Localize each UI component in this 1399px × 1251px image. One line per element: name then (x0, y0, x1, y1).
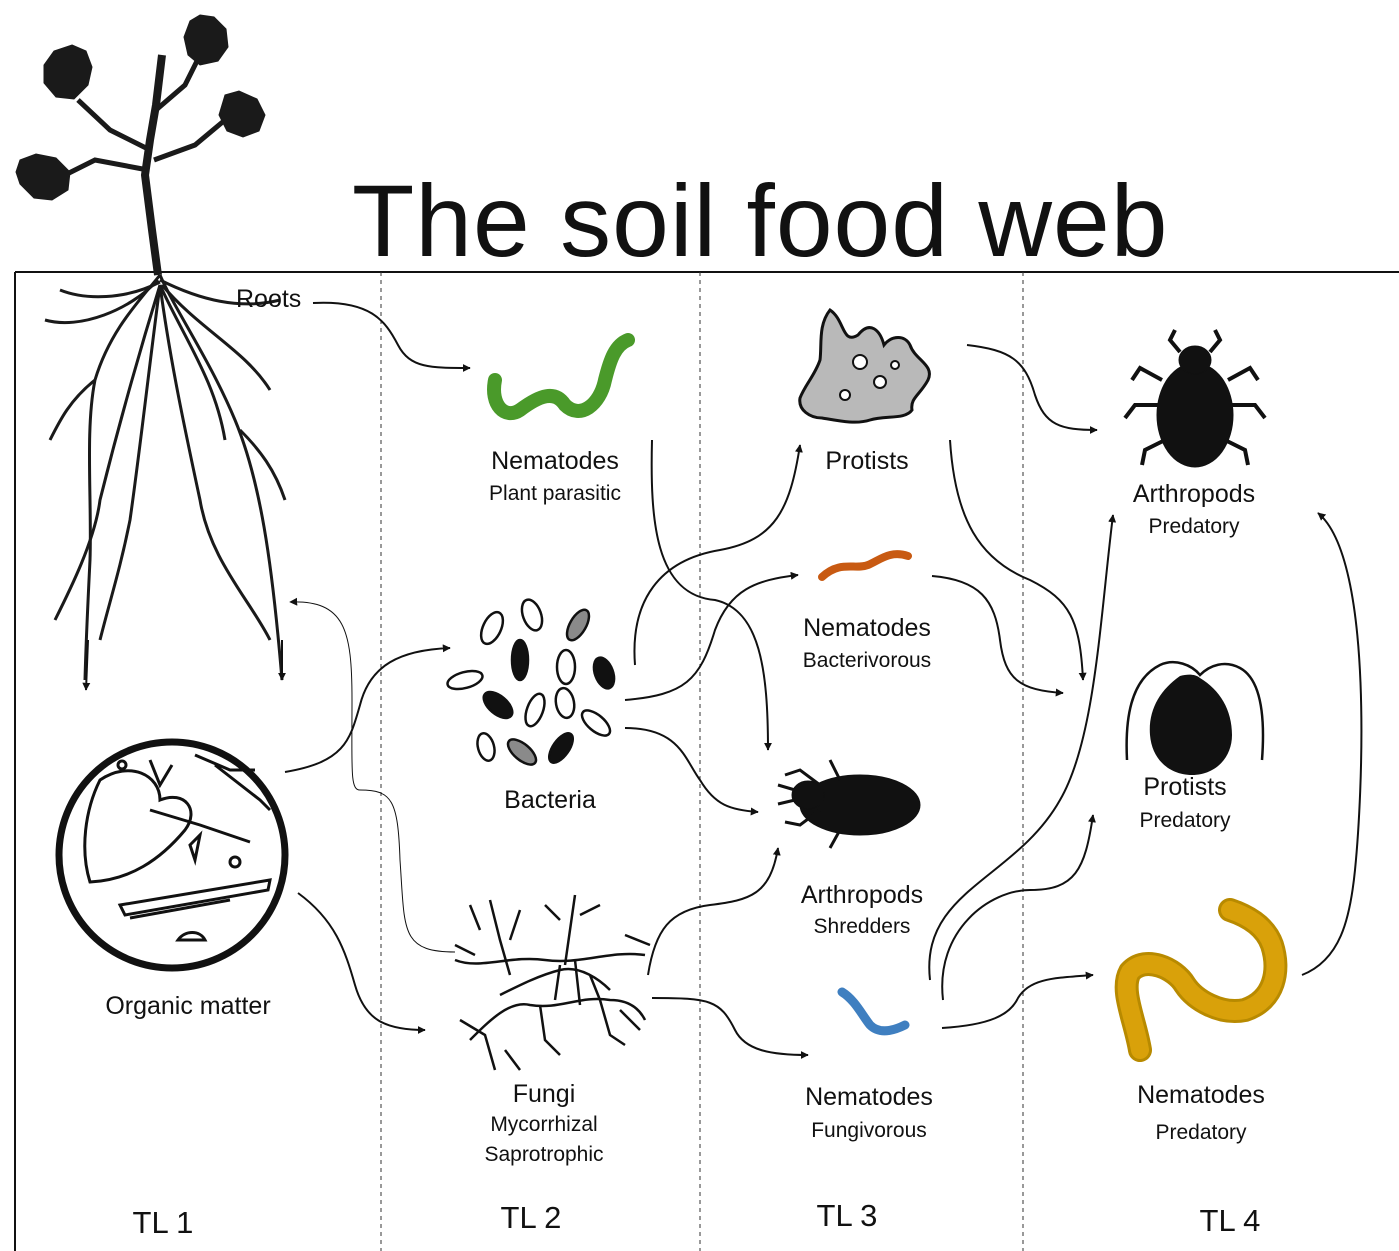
nematodes-bacterivorous-sublabel: Bacterivorous (767, 649, 967, 673)
edge-organic-matter-fungi (298, 893, 425, 1030)
fungi-sublabel-saprotrophic: Saprotrophic (444, 1143, 644, 1167)
diagram-title: The soil food web (352, 170, 1168, 272)
fungi-icon (455, 895, 650, 1070)
nematodes-fungivorous-label: Nematodes (769, 1083, 969, 1112)
fungi-label: Fungi (444, 1080, 644, 1109)
trophic-level-3-label: TL 3 (797, 1198, 897, 1234)
nematode-fungivorous-icon (842, 992, 905, 1031)
fungi-sublabel-mycorrhizal: Mycorrhizal (444, 1113, 644, 1137)
edge-roots-nematodes-plant-parasitic (313, 303, 470, 368)
organic-matter-label: Organic matter (73, 992, 303, 1021)
edge-nematodes-fungivorous-protists-predatory (942, 815, 1093, 1000)
bacteria-label: Bacteria (450, 786, 650, 815)
nematodes-fungivorous-sublabel: Fungivorous (769, 1119, 969, 1143)
protist-icon (800, 310, 930, 422)
nematodes-predatory-label: Nematodes (1101, 1081, 1301, 1110)
arthropod-shredder-icon (778, 760, 920, 848)
plant-icon (16, 15, 285, 680)
nematodes-predatory-sublabel: Predatory (1101, 1121, 1301, 1145)
protists-predatory-sublabel: Predatory (1085, 809, 1285, 833)
protist-predatory-icon (1127, 662, 1263, 775)
nematodes-plant-parasitic-label: Nematodes (455, 447, 655, 476)
protists-label: Protists (767, 447, 967, 476)
nematode-plant-parasitic-icon (494, 340, 628, 413)
edge-fungi-arthropods-shredders (648, 848, 778, 975)
edge-fungi-nematodes-fungivorous (652, 998, 808, 1055)
arthropods-shredders-label: Arthropods (762, 881, 962, 910)
edge-nematodes-fungivorous-arthropods-predatory (929, 515, 1113, 980)
nematode-bacterivorous-icon (822, 554, 908, 577)
edge-nematodes-plant-parasitic-arthropods-shredders (652, 440, 768, 750)
nematodes-plant-parasitic-sublabel: Plant parasitic (455, 482, 655, 506)
nematode-predatory-body (1127, 910, 1276, 1050)
edge-nematodes-predatory-arthropods-predatory (1302, 513, 1361, 975)
trophic-level-2-label: TL 2 (481, 1200, 581, 1236)
edge-nematodes-fungivorous-nematodes-predatory (942, 975, 1093, 1028)
arthropods-predatory-sublabel: Predatory (1094, 515, 1294, 539)
protists-predatory-label: Protists (1085, 773, 1285, 802)
bacteria-icon (446, 597, 618, 769)
trophic-level-4-label: TL 4 (1180, 1203, 1280, 1239)
arthropod-predatory-icon (1125, 330, 1265, 467)
edge-organic-matter-bacteria (285, 648, 450, 772)
edge-fungi-roots (290, 602, 455, 952)
roots-label: Roots (236, 285, 301, 314)
edge-protists-arthropods-predatory (967, 345, 1097, 430)
arthropods-predatory-label: Arthropods (1094, 480, 1294, 509)
edge-protists-protists-predatory (950, 440, 1083, 680)
trophic-level-1-label: TL 1 (113, 1205, 213, 1241)
organic-matter-icon (59, 742, 285, 968)
nematodes-bacterivorous-label: Nematodes (767, 614, 967, 643)
arthropods-shredders-sublabel: Shredders (762, 915, 962, 939)
